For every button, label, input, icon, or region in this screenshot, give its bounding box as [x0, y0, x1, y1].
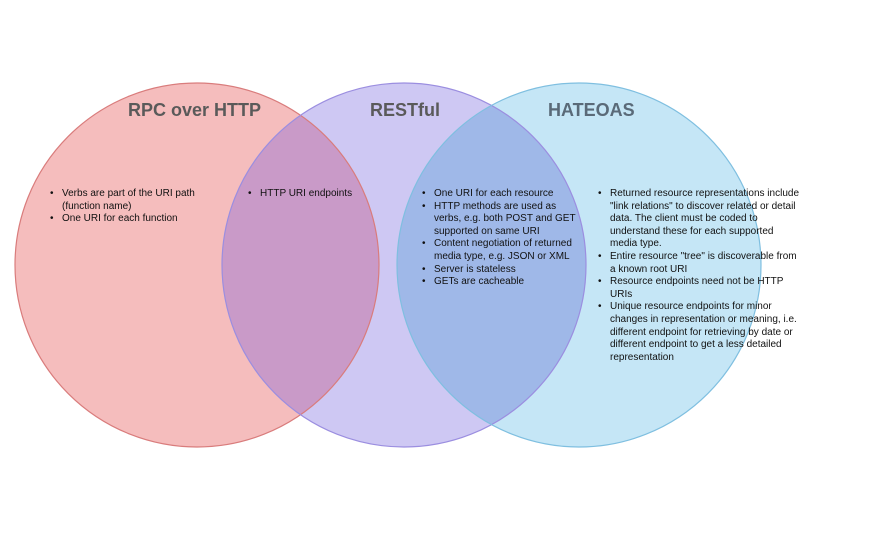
list-item: One URI for each function	[50, 213, 202, 226]
overlap-rpc-restful	[222, 83, 379, 447]
list-item: Unique resource endpoints for minor chan…	[598, 301, 800, 364]
rpc-restful-overlap-list: HTTP URI endpoints	[238, 188, 380, 201]
rpc-circle-outline	[14, 82, 380, 448]
list-item: Content negotiation of returned media ty…	[422, 238, 584, 263]
list-item: Returned resource representations includ…	[598, 188, 800, 251]
list-item: HTTP methods are used as verbs, e.g. bot…	[422, 201, 584, 239]
restful-title: RESTful	[370, 100, 440, 120]
list-item: Resource endpoints need not be HTTP URIs	[598, 276, 800, 301]
list-item: One URI for each resource	[422, 188, 584, 201]
restful-list: One URI for each resource HTTP methods a…	[412, 188, 584, 289]
list-item: HTTP URI endpoints	[248, 188, 380, 201]
list-item: Server is stateless	[422, 264, 584, 277]
restful-circle-outline	[221, 82, 587, 448]
list-item: Verbs are part of the URI path (function…	[50, 188, 202, 213]
rpc-list: Verbs are part of the URI path (function…	[40, 188, 202, 226]
hateoas-title: HATEOAS	[548, 100, 635, 120]
rpc-title: RPC over HTTP	[128, 100, 262, 120]
list-item: Entire resource "tree" is discoverable f…	[598, 251, 800, 276]
list-item: GETs are cacheable	[422, 276, 584, 289]
hateoas-list: Returned resource representations includ…	[588, 188, 800, 364]
